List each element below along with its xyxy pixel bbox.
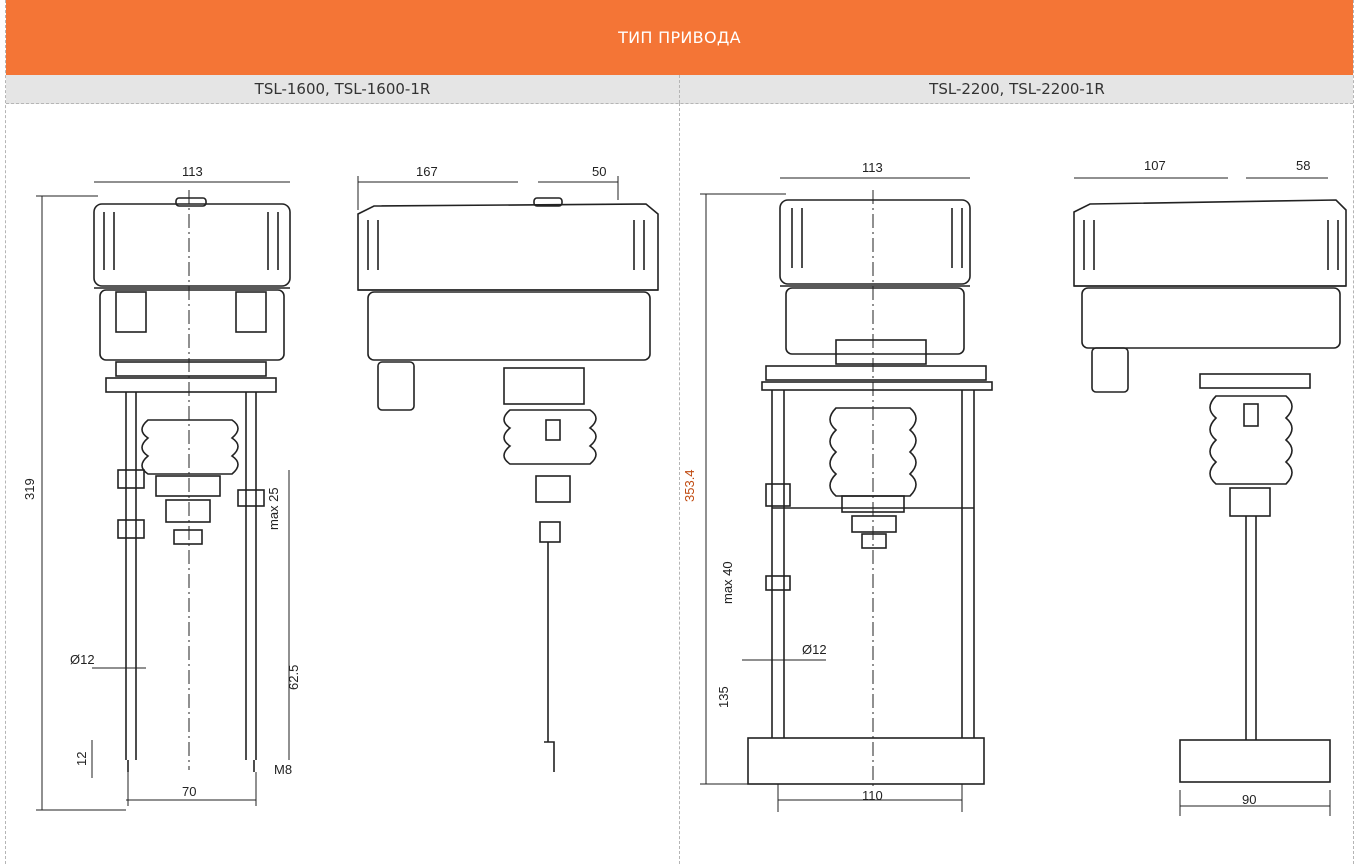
tsl-2200-side-dimensions — [1074, 177, 1331, 816]
model-label-tsl-1600: TSL-1600, TSL-1600-1R — [254, 80, 431, 98]
dim-left-front-pitch: 70 — [182, 784, 196, 799]
dim-left-front-stroke2: 62.5 — [286, 665, 301, 690]
dimensions-table: ТИП ПРИВОДА TSL-1600, TSL-1600-1R TSL-22… — [5, 0, 1354, 864]
dim-left-side-depth: 167 — [416, 164, 438, 179]
tsl-2200-front-dimensions — [700, 177, 970, 812]
dim-right-front-width: 113 — [862, 160, 883, 175]
dim-left-front-height: 319 — [22, 478, 37, 500]
model-row: TSL-1600, TSL-1600-1R TSL-2200, TSL-2200… — [6, 75, 1353, 104]
dim-left-front-bottom: 12 — [74, 752, 89, 766]
dim-right-side-depth: 107 — [1144, 158, 1166, 173]
dim-right-front-stroke: max 40 — [720, 561, 735, 604]
tsl-1600-side-dimensions — [357, 176, 619, 210]
technical-drawings: 113 319 max 25 62.5 Ø12 12 70 M8 167 50 … — [22, 158, 1347, 816]
dim-left-front-spindle: M8 — [274, 762, 292, 777]
model-cell-tsl-1600: TSL-1600, TSL-1600-1R — [6, 75, 680, 103]
dim-left-front-width: 113 — [182, 164, 203, 179]
tsl-2200-side-view — [1073, 199, 1347, 783]
dim-left-front-stroke: max 25 — [266, 487, 281, 530]
dim-left-front-rod: Ø12 — [70, 652, 95, 667]
dim-left-side-offset: 50 — [592, 164, 606, 179]
model-label-tsl-2200: TSL-2200, TSL-2200-1R — [929, 80, 1105, 98]
dim-right-front-height: 353.4 — [682, 469, 697, 502]
dim-right-front-rod: Ø12 — [802, 642, 827, 657]
dim-right-side-base-w: 90 — [1242, 792, 1256, 807]
dim-right-side-offset: 58 — [1296, 158, 1310, 173]
tsl-1600-side-view — [357, 197, 659, 772]
tsl-2200-front-view — [747, 199, 993, 785]
model-cell-tsl-2200: TSL-2200, TSL-2200-1R — [680, 75, 1354, 103]
tsl-1600-front-dimensions — [36, 181, 290, 811]
column-divider — [679, 103, 680, 864]
dim-right-front-base-w: 110 — [862, 788, 883, 803]
tsl-1600-front-view — [93, 197, 291, 772]
header-title: ТИП ПРИВОДА — [618, 28, 741, 47]
dim-right-front-base-h: 135 — [716, 686, 731, 708]
